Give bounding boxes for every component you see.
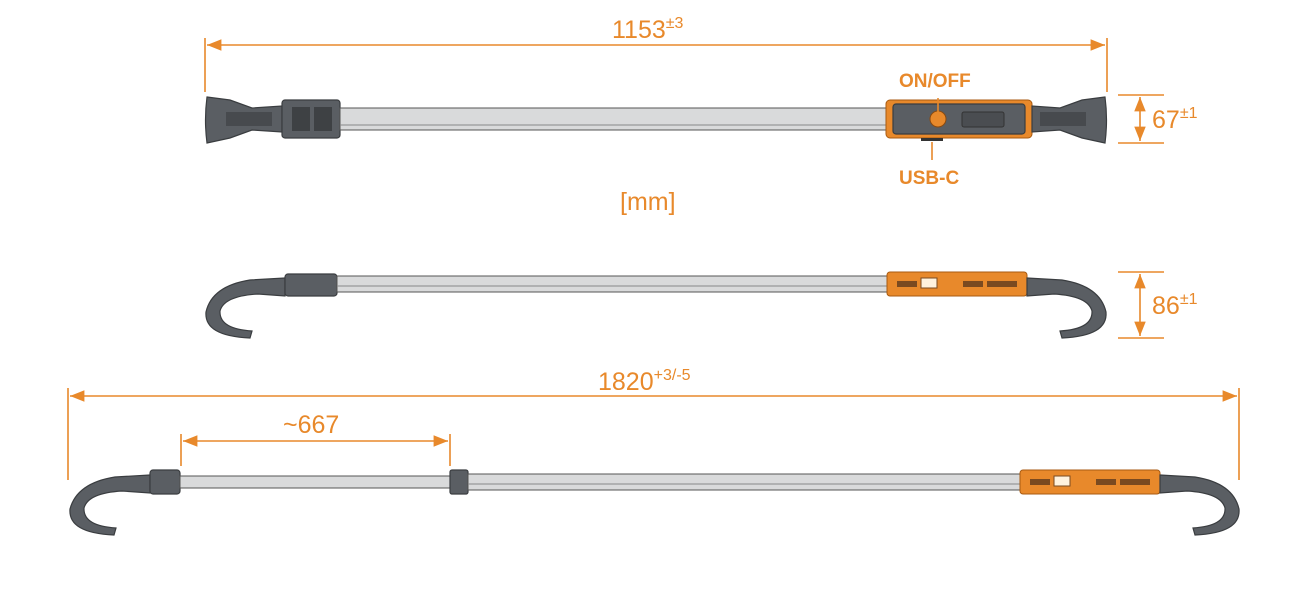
units-label: [mm] (620, 188, 676, 216)
usb-c-label: USB-C (899, 168, 959, 189)
rod (339, 107, 891, 131)
extended-length-value: 1820+3/-5 (598, 367, 691, 396)
extension-rod (179, 475, 451, 489)
hook-right (1026, 277, 1107, 339)
on-off-label: ON/OFF (899, 71, 971, 92)
lamp-top (204, 96, 1108, 144)
side-view: 86±1 (205, 271, 1198, 339)
hook-left (205, 277, 286, 339)
extension-value: ~667 (283, 411, 339, 439)
power-button-icon (929, 110, 947, 128)
side-height-value: 86±1 (1152, 291, 1198, 320)
length-dimension-top: 1153±3 (204, 15, 1108, 92)
height-value: 67±1 (1152, 105, 1198, 134)
length-dimension-extended: 1820+3/-5 (67, 367, 1240, 480)
height-dimension-side: 86±1 (1118, 271, 1198, 339)
extension-dimension: ~667 (180, 411, 451, 466)
height-dimension-top: 67±1 (1118, 94, 1198, 144)
extended-view: 1820+3/-5 ~667 (67, 367, 1240, 536)
top-view: 1153±3 67±1 ON/OFF USB-C (204, 15, 1198, 189)
usb-c-port (921, 138, 943, 141)
extension-joint (449, 469, 469, 495)
hook-left-extended (69, 474, 151, 536)
length-value: 1153±3 (612, 15, 684, 44)
hook-right-extended (1159, 474, 1240, 536)
